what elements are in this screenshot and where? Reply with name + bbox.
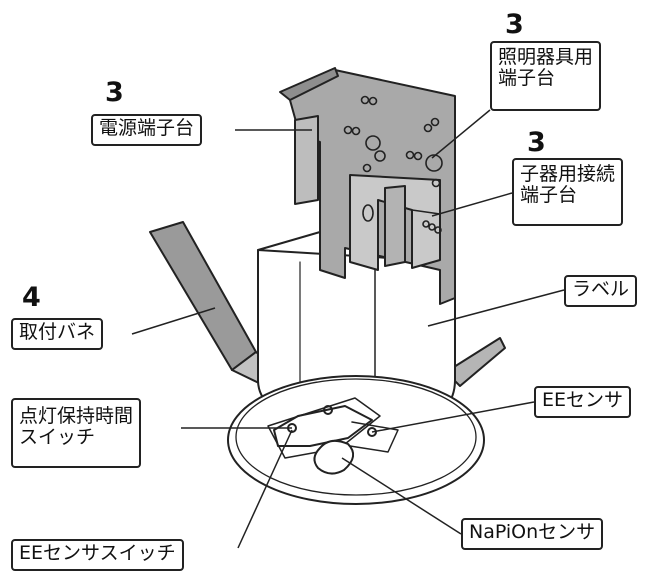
label-ee-sensor-switch: EEセンサスイッチ: [11, 539, 184, 571]
label-power-terminal-text: 電源端子台: [99, 117, 195, 139]
callout-number-fixture-terminal: 3: [505, 9, 524, 40]
label-hold-switch-line2: スイッチ: [19, 426, 96, 448]
label-label-sticker: ラベル: [564, 275, 638, 307]
label-child-terminal: 子器用接続 端子台: [512, 158, 624, 226]
sensor-body: [257, 231, 456, 423]
label-hold-switch: 点灯保持時間 スイッチ: [11, 398, 142, 468]
label-ee-sensor: EEセンサ: [534, 386, 632, 418]
label-fixture-terminal-line1: 照明器具用: [498, 46, 594, 68]
label-hold-switch-line1: 点灯保持時間: [19, 405, 134, 427]
callout-number-child-terminal: 3: [527, 127, 546, 158]
flange: [227, 375, 485, 505]
label-label-sticker-text: ラベル: [572, 278, 630, 300]
terminal-plate: [279, 67, 456, 305]
label-napion-sensor-text: NaPiOnセンサ: [469, 521, 596, 543]
label-fixture-terminal-line2: 端子台: [498, 67, 556, 89]
label-fixture-terminal: 照明器具用 端子台: [490, 41, 602, 111]
terminal-holes: [343, 95, 443, 234]
sensor-face: [267, 397, 399, 475]
label-power-terminal: 電源端子台: [91, 114, 203, 146]
callout-number-power-terminal: 3: [105, 77, 124, 108]
label-ee-sensor-switch-text: EEセンサスイッチ: [19, 542, 176, 564]
label-child-terminal-line2: 端子台: [520, 184, 578, 206]
callout-number-spring: 4: [22, 282, 41, 313]
label-ee-sensor-text: EEセンサ: [542, 389, 624, 411]
leader-lines: [131, 109, 565, 549]
label-spring: 取付バネ: [11, 318, 104, 350]
label-child-terminal-line1: 子器用接続: [520, 163, 616, 185]
label-spring-text: 取付バネ: [19, 321, 96, 343]
label-napion-sensor: NaPiOnセンサ: [461, 518, 604, 550]
